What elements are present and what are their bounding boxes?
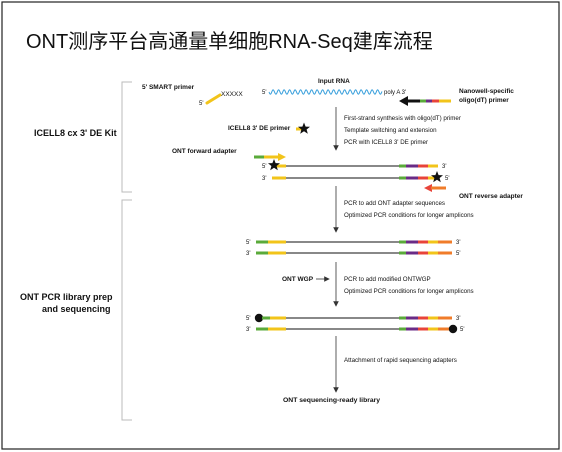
step2-line1: PCR to add ONT adapter sequences [344, 200, 445, 207]
duplex-1: 5' 3' 3' 5' [262, 159, 449, 183]
step1-line3: PCR with ICELL8 3' DE primer [344, 139, 428, 146]
page-title: ONT测序平台高通量单细胞RNA-Seq建库流程 [26, 30, 433, 53]
ont-forward-label: ONT forward adapter [172, 148, 237, 155]
icell-primer-label: ICELL8 3' DE primer [228, 125, 291, 132]
ont-reverse-label: ONT reverse adapter [459, 193, 523, 200]
smart-primer-label: 5' SMART primer [142, 84, 195, 91]
duplex3-bead-left [254, 313, 264, 323]
rna-5prime: 5' [262, 90, 266, 96]
nanowell-primer-arrow [399, 96, 451, 106]
section-prep-label-2: and sequencing [42, 304, 111, 314]
input-rna-label: Input RNA [318, 78, 350, 85]
duplex3-bead-right [448, 324, 458, 334]
step3-line1: PCR to add modified ONTWGP [344, 276, 431, 283]
final-library-label: ONT sequencing-ready library [283, 397, 380, 404]
step1-line1: First-strand synthesis with oligo(dT) pr… [344, 115, 461, 122]
svg-text:3': 3' [456, 316, 460, 322]
svg-text:5': 5' [445, 176, 449, 182]
svg-text:5': 5' [246, 316, 250, 322]
step1-line2: Template switching and extension [344, 127, 437, 134]
svg-text:5': 5' [262, 164, 266, 170]
svg-text:5': 5' [456, 251, 460, 257]
icell-star-icon [298, 122, 310, 134]
step3-line2: Optimized PCR conditions for longer ampl… [344, 288, 474, 295]
smart-primer-xxxxx: XXXXX [221, 91, 243, 98]
nanowell-label-1: Nanowell-specific [459, 88, 514, 95]
svg-text:5': 5' [246, 240, 250, 246]
svg-text:3': 3' [246, 251, 250, 257]
svg-text:5': 5' [460, 327, 464, 333]
section-prep-label-1: ONT PCR library prep [20, 292, 113, 302]
duplex-2: 5' 3' 3' 5' [246, 240, 460, 257]
ont-forward-adapter [254, 153, 286, 161]
duplex1-star-icon [268, 159, 280, 171]
svg-text:3': 3' [442, 164, 446, 170]
svg-text:3': 3' [246, 327, 250, 333]
step2-line2: Optimized PCR conditions for longer ampl… [344, 212, 474, 219]
duplex-3: 5' 3' 3' 5' [246, 313, 464, 334]
ont-reverse-adapter [424, 184, 446, 192]
section-kit-label: ICELL8 cx 3' DE Kit [34, 128, 117, 138]
prep-bracket [121, 199, 132, 421]
rna-wave [268, 89, 383, 95]
smart-primer-bar [205, 93, 222, 105]
kit-bracket [121, 81, 132, 193]
nanowell-label-2: oligo(dT) primer [459, 97, 509, 104]
ont-wgp-label: ONT WGP [282, 276, 314, 283]
smart-primer-5prime: 5' [199, 101, 203, 107]
step4-line1: Attachment of rapid sequencing adapters [344, 357, 457, 364]
svg-text:3': 3' [262, 176, 266, 182]
svg-text:3': 3' [456, 240, 460, 246]
duplex1-star-icon-2 [431, 171, 443, 183]
polya-label: poly A 3' [384, 90, 406, 96]
